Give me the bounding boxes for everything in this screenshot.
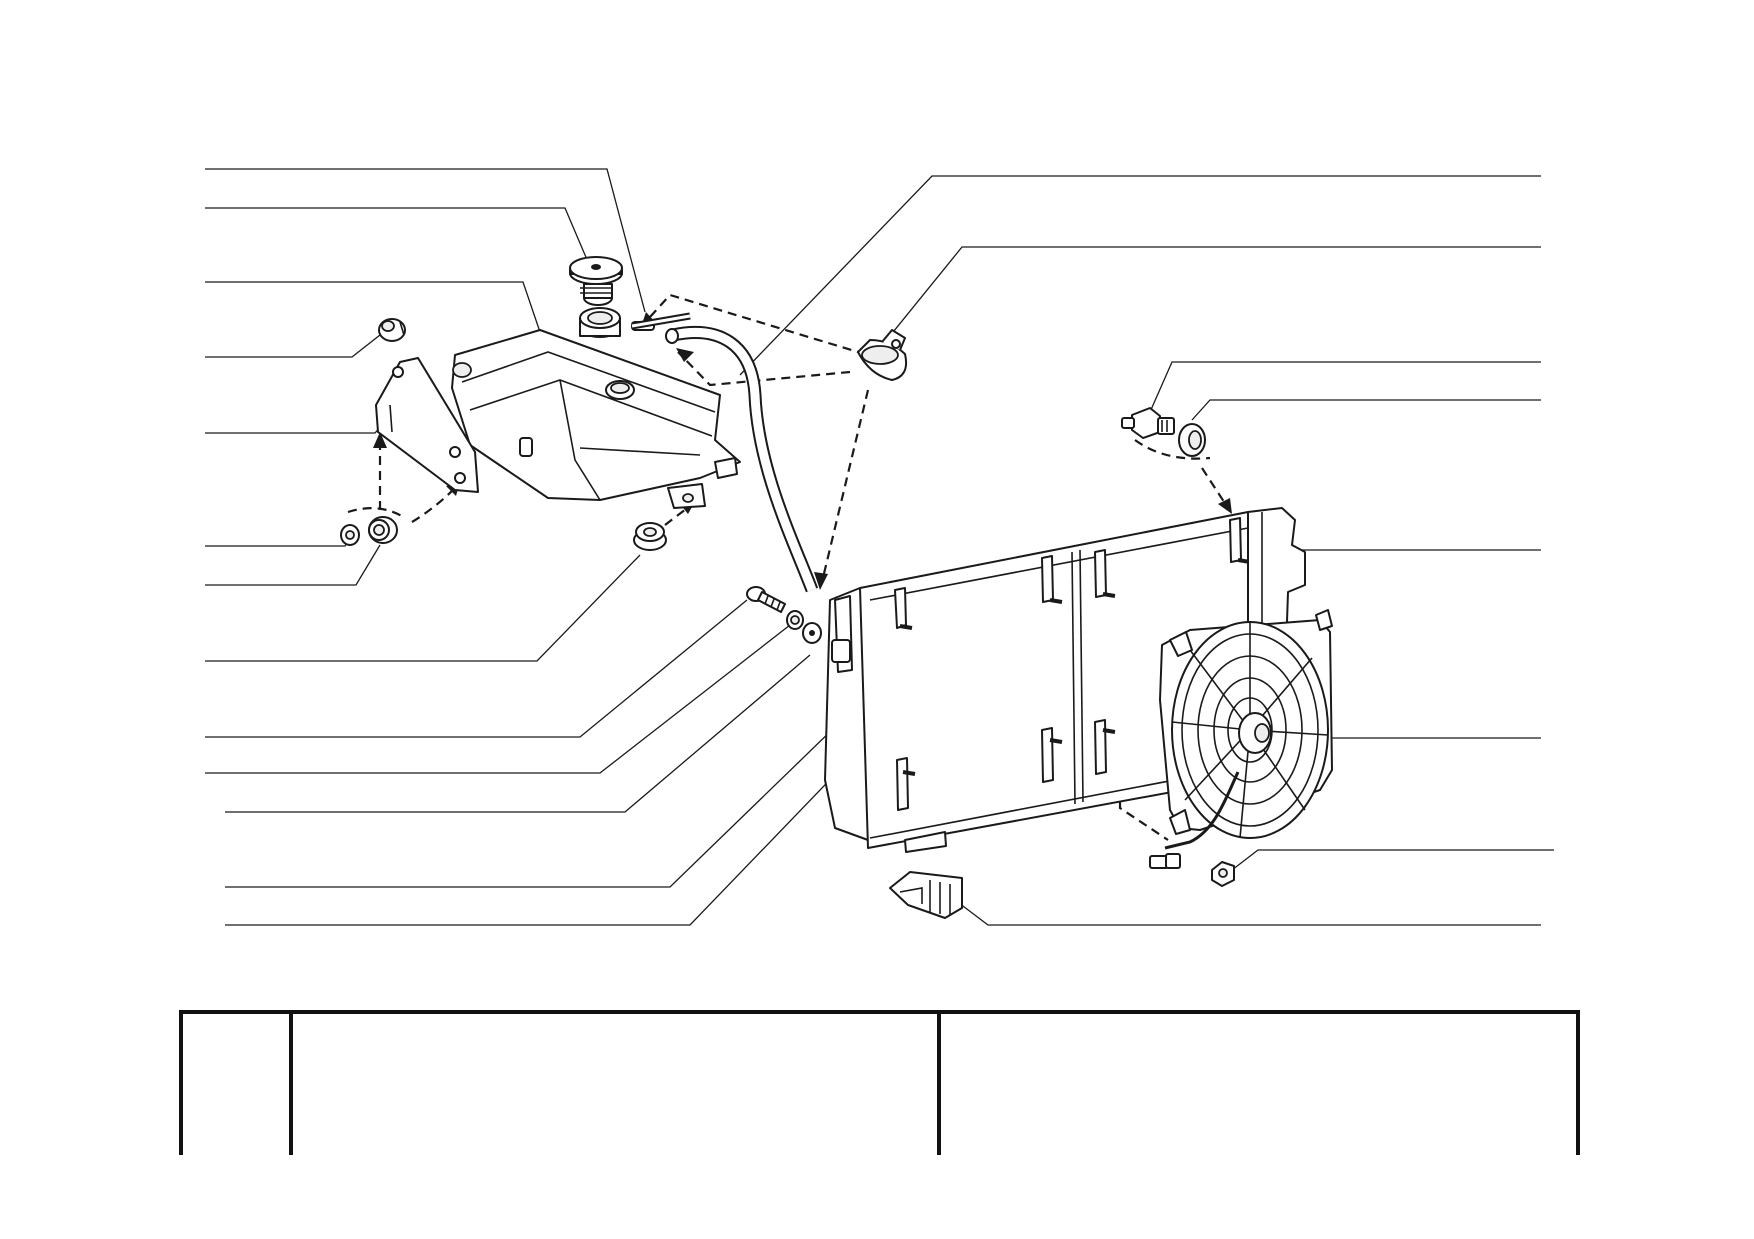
leader-line-6 — [205, 536, 353, 547]
plain-washer — [802, 622, 822, 644]
washer-small — [340, 524, 360, 546]
dashed-arrow-switch-to-radiator — [1201, 467, 1229, 509]
hose-clip — [857, 329, 908, 381]
spring-washer — [786, 610, 804, 630]
cooling-fan-assembly — [1149, 609, 1333, 869]
mounting-bolt — [746, 586, 786, 613]
tank-grommet-lower — [633, 522, 667, 551]
sealing-washer — [1178, 423, 1206, 457]
leader-line-15 — [884, 246, 1541, 343]
leader-line-13 — [225, 706, 901, 926]
rubber-grommet — [378, 318, 406, 342]
dashed-arrow-nut-to-bracket — [411, 487, 456, 523]
overflow-pipe — [631, 312, 691, 330]
leader-line-3 — [205, 281, 541, 333]
leader-line-17 — [1191, 399, 1541, 421]
fan-nut — [1211, 861, 1235, 887]
coolant-hose — [665, 326, 819, 593]
leader-line-5 — [205, 424, 383, 434]
title-block — [179, 1010, 1580, 1155]
title-block-frame — [179, 1010, 1580, 1155]
filler-cap — [569, 256, 623, 306]
dashed-arrow-grommet-to-tank — [664, 505, 691, 526]
leader-line-11 — [225, 654, 811, 813]
dashed-arc-switch — [1134, 439, 1211, 460]
radiator-lower-mounting — [889, 871, 963, 919]
leader-line-14 — [739, 175, 1541, 376]
leader-line-2 — [205, 207, 589, 263]
dashed-arrow-clip-to-tank — [677, 351, 851, 387]
fan-temperature-switch — [1121, 407, 1175, 439]
dashed-arrow-clip-to-radiator — [820, 389, 870, 583]
leader-line-16 — [1149, 361, 1541, 413]
leader-line-4 — [205, 334, 381, 358]
tank-mounting-bracket — [375, 357, 479, 493]
dashed-arc-washer — [347, 507, 406, 519]
leader-line-9 — [205, 599, 748, 738]
nut-flanged — [368, 516, 398, 544]
leader-line-21 — [954, 899, 1541, 926]
leader-line-1 — [205, 168, 646, 313]
leader-line-10 — [205, 624, 791, 774]
leader-line-20 — [1231, 849, 1554, 871]
leader-lines-right — [739, 175, 1554, 926]
leader-line-7 — [205, 544, 381, 586]
leader-line-8 — [205, 554, 641, 662]
leader-line-12 — [225, 692, 871, 888]
